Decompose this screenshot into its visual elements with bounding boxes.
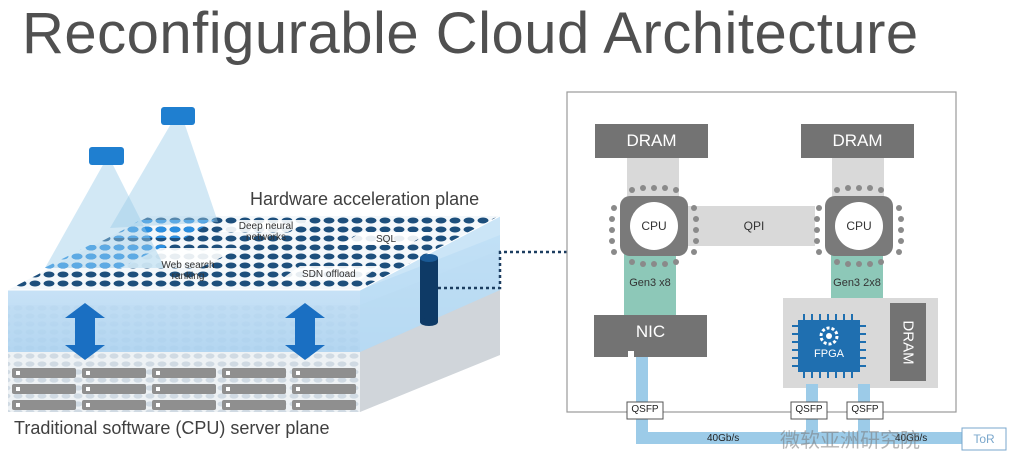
dram-fpga-label: DRAM [899, 320, 917, 365]
region-web-search: Web search ranking [161, 260, 215, 282]
region-sql: SQL [376, 234, 397, 245]
nic-label: NIC [635, 322, 666, 341]
dotted-connector [438, 250, 568, 290]
nic-block [594, 315, 707, 357]
cpu-left-label: CPU [641, 219, 667, 233]
dram-fpga [890, 303, 926, 381]
cpu-left-icon [609, 185, 699, 267]
hw-plane-label: Hardware acceleration plane [250, 189, 480, 209]
qsfp-1-label: QSFP [631, 404, 659, 415]
region-sdn: SDN offload [302, 269, 356, 280]
qpi-label: QPI [743, 219, 765, 233]
qsfp-3 [846, 401, 884, 420]
tor-label: ToR [973, 432, 995, 446]
pcie-gen3-2x8 [831, 250, 883, 298]
speed-right-label: 40Gb/s [895, 433, 928, 444]
server-connector-cylinder [420, 254, 438, 326]
qsfp-3-label: QSFP [851, 404, 879, 415]
gen3-x8-label: Gen3 x8 [629, 277, 671, 289]
qsfp-2 [790, 401, 828, 420]
network-links [636, 354, 966, 444]
app-block-icon [161, 107, 195, 125]
dram-right-label: DRAM [832, 131, 883, 150]
qpi-link [683, 206, 815, 246]
fpga-chip-icon [792, 314, 866, 378]
qsfp-1 [626, 401, 664, 420]
app-block-icon [89, 147, 124, 165]
gen3-2x8-label: Gen3 2x8 [833, 277, 881, 289]
sw-plane-label: Traditional software (CPU) server plane [14, 418, 330, 438]
dram-left [595, 124, 708, 158]
dram-left-label: DRAM [626, 131, 677, 150]
speed-left-label: 40Gb/s [707, 433, 740, 444]
page-title: Reconfigurable Cloud Architecture [22, 1, 919, 66]
up-down-arrow-icon [65, 303, 325, 360]
qsfp-2-label: QSFP [795, 404, 823, 415]
cpu-right-icon [814, 185, 904, 267]
application-beams [45, 107, 218, 268]
region-dnn: Deep neural networks [238, 221, 294, 243]
fpga-label: FPGA [814, 348, 844, 360]
watermark: 微软亚洲研究院 [780, 428, 920, 452]
cpu-right-label: CPU [846, 219, 872, 233]
tor-box [961, 427, 1007, 451]
dram-right [801, 124, 914, 158]
